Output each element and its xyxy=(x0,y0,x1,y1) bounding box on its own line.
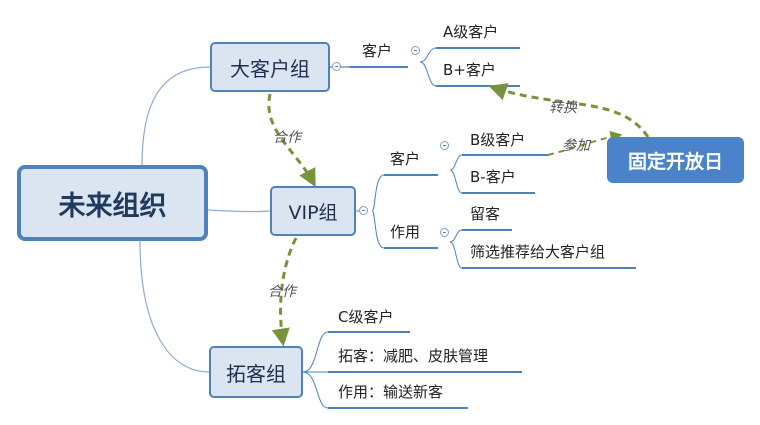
topic-liuke[interactable]: 留客 xyxy=(470,205,501,223)
fork-big xyxy=(419,47,437,87)
collapse-toggle-vip-zuoyong[interactable] xyxy=(440,228,449,237)
relation-label-zhuanhuan: 转换 xyxy=(549,100,577,116)
collapse-toggle-big[interactable] xyxy=(332,62,341,71)
relation-arrow-vip-tuoke xyxy=(271,237,298,347)
relation-arrow-float-bplus xyxy=(488,83,650,138)
relation-arrow-big-vip xyxy=(267,93,316,188)
topic-bminus-customer[interactable]: B-客户 xyxy=(470,168,516,186)
link-root-big xyxy=(141,66,211,166)
relation-label-hezuo-2: 合作 xyxy=(268,284,296,300)
branch-vip-group[interactable]: VIP组 xyxy=(270,186,356,236)
root-topic[interactable]: 未来组织 xyxy=(17,165,208,241)
relation-label-hezuo-1: 合作 xyxy=(273,130,301,146)
fork-vip xyxy=(371,174,385,249)
topic-a-customer[interactable]: A级客户 xyxy=(443,23,499,41)
topic-tuoke-zuoyong[interactable]: 作用：输送新客 xyxy=(338,383,444,401)
fork-vip-kehu xyxy=(449,154,463,194)
collapse-toggle-vip[interactable] xyxy=(359,206,368,215)
collapse-toggle-big-kehu[interactable] xyxy=(411,46,420,55)
fork-vip-zuoyong xyxy=(449,229,463,269)
branch-big-customer-group[interactable]: 大客户组 xyxy=(210,42,330,92)
topic-vip-zuoyong[interactable]: 作用 xyxy=(390,223,421,241)
topic-vip-kehu[interactable]: 客户 xyxy=(390,150,421,168)
fork-tuoke xyxy=(302,331,329,409)
collapse-toggle-vip-kehu[interactable] xyxy=(440,141,449,150)
floating-topic-open-day[interactable]: 固定开放日 xyxy=(607,137,744,183)
topic-shaixuan[interactable]: 筛选推荐给大客户组 xyxy=(470,243,606,261)
branch-tuoke-group[interactable]: 拓客组 xyxy=(209,346,303,398)
relation-label-canjia: 参加 xyxy=(562,138,590,154)
topic-big-kehu[interactable]: 客户 xyxy=(362,42,393,60)
topic-bplus-customer[interactable]: B+客户 xyxy=(443,61,496,79)
link-root-vip xyxy=(207,209,271,213)
relation-arrow-b-float xyxy=(547,131,623,156)
topic-b-customer[interactable]: B级客户 xyxy=(470,131,526,149)
topic-tuoke-services[interactable]: 拓客：减肥、皮肤管理 xyxy=(338,347,489,365)
topic-c-customer[interactable]: C级客户 xyxy=(338,308,394,326)
link-root-tuoke xyxy=(139,240,210,373)
